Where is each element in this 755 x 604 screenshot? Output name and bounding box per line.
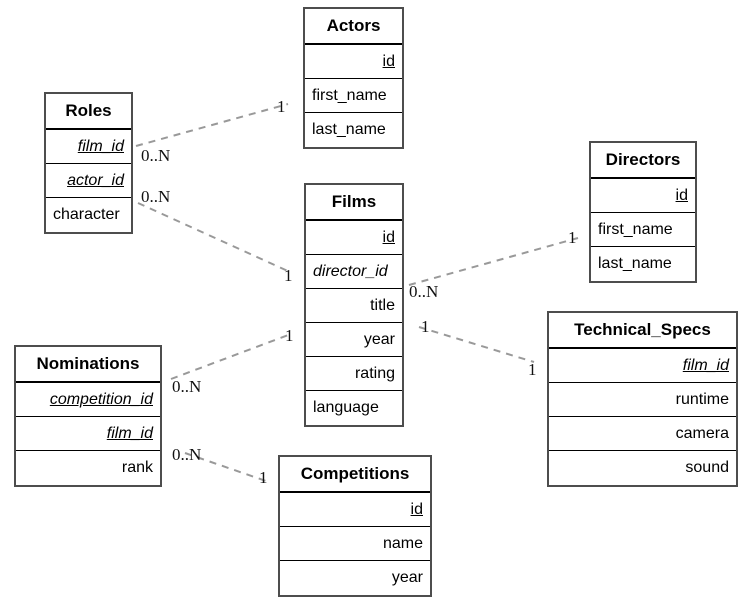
attribute-competitions-name[interactable]: name: [280, 527, 430, 561]
attribute-nominations-rank[interactable]: rank: [16, 451, 160, 485]
attribute-nominations-competition_id[interactable]: competition_id: [16, 383, 160, 417]
attribute-actors-id[interactable]: id: [305, 45, 402, 79]
attribute-roles-actor_id[interactable]: actor_id: [46, 164, 131, 198]
attribute-label: last_name: [312, 121, 386, 138]
attribute-directors-first_name[interactable]: first_name: [591, 213, 695, 247]
attribute-label: film_id: [106, 424, 153, 442]
attribute-label: competition_id: [49, 390, 153, 408]
attribute-films-director_id[interactable]: director_id: [306, 255, 402, 289]
relationship-line-roles-actors: [135, 103, 289, 147]
attribute-label: last_name: [598, 255, 672, 272]
entity-title-actors: Actors: [305, 9, 402, 45]
cardinality-roles-films-source: 0..N: [141, 187, 171, 206]
attribute-label: title: [370, 296, 395, 314]
entity-title-films: Films: [306, 185, 402, 221]
attribute-technical_specs-sound[interactable]: sound: [549, 451, 736, 485]
entity-title-technical_specs: Technical_Specs: [549, 313, 736, 349]
entity-title-nominations: Nominations: [16, 347, 160, 383]
attribute-competitions-year[interactable]: year: [280, 561, 430, 595]
entity-competitions[interactable]: Competitions id name year: [278, 455, 432, 597]
attribute-label: rank: [121, 459, 153, 476]
cardinality-films-technical_specs-target: 1: [528, 360, 537, 379]
relationship-line-films-technical_specs: [418, 326, 535, 363]
relationship-line-roles-films: [137, 202, 291, 273]
attribute-films-title[interactable]: title: [306, 289, 402, 323]
attribute-films-id[interactable]: id: [306, 221, 402, 255]
cardinality-roles-actors-source: 0..N: [141, 146, 171, 165]
attribute-label: id: [675, 186, 688, 204]
attribute-competitions-id[interactable]: id: [280, 493, 430, 527]
attribute-label: film_id: [682, 356, 729, 374]
attribute-label: id: [410, 500, 423, 518]
entity-actors[interactable]: Actors id first_name last_name: [303, 7, 404, 149]
attribute-label: language: [313, 399, 379, 416]
attribute-actors-last_name[interactable]: last_name: [305, 113, 402, 147]
attribute-label: film_id: [77, 137, 124, 155]
attribute-label: director_id: [313, 262, 388, 280]
attribute-technical_specs-film_id[interactable]: film_id: [549, 349, 736, 383]
attribute-actors-first_name[interactable]: first_name: [305, 79, 402, 113]
attribute-films-language[interactable]: language: [306, 391, 402, 425]
cardinality-nominations-films-source: 0..N: [172, 377, 202, 396]
attribute-roles-character[interactable]: character: [46, 198, 131, 232]
attribute-technical_specs-camera[interactable]: camera: [549, 417, 736, 451]
cardinality-nominations-films-target: 1: [285, 326, 294, 345]
attribute-label: id: [382, 228, 395, 246]
cardinality-films-directors-source: 0..N: [409, 282, 439, 301]
attribute-label: character: [53, 206, 120, 223]
cardinality-roles-films-target: 1: [284, 266, 293, 285]
attribute-label: runtime: [675, 390, 729, 408]
cardinality-films-directors-target: 1: [568, 228, 577, 247]
attribute-label: id: [382, 52, 395, 70]
entity-title-competitions: Competitions: [280, 457, 430, 493]
cardinality-nominations-competitions-target: 1: [259, 468, 268, 487]
attribute-label: actor_id: [67, 171, 124, 189]
entity-roles[interactable]: Roles film_id actor_id character: [44, 92, 133, 234]
attribute-technical_specs-runtime[interactable]: runtime: [549, 383, 736, 417]
entity-title-directors: Directors: [591, 143, 695, 179]
attribute-roles-film_id[interactable]: film_id: [46, 130, 131, 164]
relationship-line-nominations-films: [170, 333, 292, 380]
attribute-directors-id[interactable]: id: [591, 179, 695, 213]
attribute-directors-last_name[interactable]: last_name: [591, 247, 695, 281]
attribute-label: rating: [354, 364, 395, 382]
attribute-label: first_name: [312, 86, 387, 104]
attribute-films-rating[interactable]: rating: [306, 357, 402, 391]
attribute-label: first_name: [598, 220, 673, 238]
attribute-label: camera: [675, 424, 729, 442]
attribute-nominations-film_id[interactable]: film_id: [16, 417, 160, 451]
attribute-label: name: [382, 534, 423, 552]
attribute-label: year: [391, 569, 423, 586]
cardinality-nominations-competitions-source: 0..N: [172, 445, 202, 464]
attribute-label: sound: [685, 459, 729, 476]
attribute-films-year[interactable]: year: [306, 323, 402, 357]
entity-title-roles: Roles: [46, 94, 131, 130]
cardinality-roles-actors-target: 1: [277, 97, 286, 116]
relationship-line-films-directors: [408, 237, 579, 286]
cardinality-films-technical_specs-source: 1: [421, 317, 430, 336]
attribute-label: year: [363, 330, 395, 348]
